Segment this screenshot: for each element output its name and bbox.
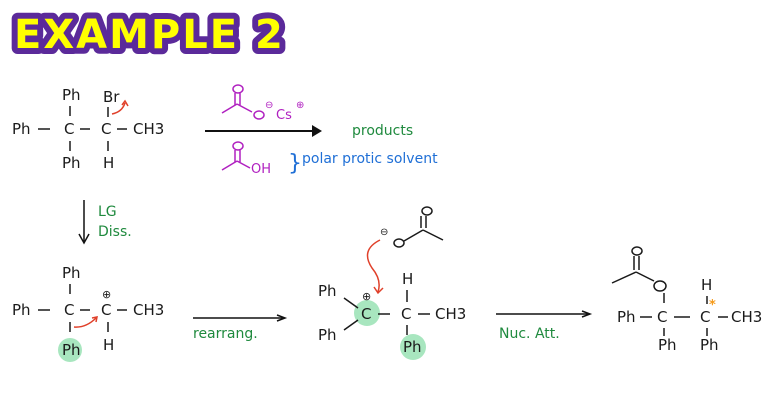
title: EXAMPLE 2 EXAMPLE 2 xyxy=(8,6,289,64)
brace: } xyxy=(288,151,302,176)
carbon-2: C xyxy=(700,308,710,326)
hydrogen: H xyxy=(701,276,712,294)
highlight-migrated-ph xyxy=(400,334,426,360)
carbon-1: C xyxy=(657,308,667,326)
nuc-att-label: Nuc. Att. xyxy=(499,326,560,342)
step1-arrow: LG Diss. xyxy=(78,200,132,245)
ph-lower: Ph xyxy=(318,326,337,344)
ph-bottom-1: Ph xyxy=(658,336,677,354)
acetate-reagent xyxy=(221,84,265,120)
ph-left: Ph xyxy=(12,120,31,138)
rearrang-label: rearrang. xyxy=(193,326,258,342)
methyl: CH3 xyxy=(435,305,466,323)
leaving-arrow-icon xyxy=(111,102,126,115)
lg-label: LG xyxy=(98,204,117,220)
bromine: Br xyxy=(103,88,120,106)
ph-upper: Ph xyxy=(318,282,337,300)
ph-bottom: Ph xyxy=(62,154,81,172)
hydrogen: H xyxy=(402,270,413,288)
reaction-arrow: ⊖ Cs ⊕ OH } polar protic solvent product… xyxy=(205,84,438,177)
carbon-2: C xyxy=(101,301,111,319)
title-text: EXAMPLE 2 xyxy=(14,12,285,58)
shift-arrow-icon xyxy=(73,317,97,328)
reactant: Ph Ph C C Ph Br CH3 H xyxy=(12,86,164,172)
nucleophile-charge: ⊖ xyxy=(380,227,388,238)
methyl: CH3 xyxy=(731,308,762,326)
ph-bottom-2: Ph xyxy=(700,336,719,354)
carbon-2: C xyxy=(101,120,111,138)
nucleophile-arrow-icon xyxy=(366,239,381,293)
highlight-migrating-ph xyxy=(58,338,82,362)
carbon-1: C xyxy=(64,120,74,138)
step3-arrow: Nuc. Att. xyxy=(496,310,593,342)
positive-charge: ⊕ xyxy=(362,290,371,303)
ph-top: Ph xyxy=(62,264,81,282)
anion-charge: ⊖ xyxy=(265,100,273,111)
ph-left: Ph xyxy=(617,308,636,326)
step2-arrow: rearrang. xyxy=(193,314,288,342)
solvent-label: polar protic solvent xyxy=(302,151,438,167)
cation-charge: ⊕ xyxy=(296,100,304,111)
carbocation-2: ⊖ Ph Ph ⊕ C C H CH3 Ph xyxy=(318,206,466,360)
products-label: products xyxy=(352,123,413,139)
ph-left: Ph xyxy=(12,301,31,319)
product: Ph C Ph H C * CH3 Ph xyxy=(611,246,762,354)
carbocation-1: Ph Ph C C ⊕ CH3 Ph H xyxy=(12,264,164,362)
positive-charge: ⊕ xyxy=(102,288,111,301)
acetic-acid-solvent xyxy=(221,141,251,171)
carbon-1: C xyxy=(64,301,74,319)
hydroxyl: OH xyxy=(251,162,271,177)
methyl: CH3 xyxy=(133,301,164,319)
methyl: CH3 xyxy=(133,120,164,138)
carbon-2: C xyxy=(401,305,411,323)
ph-migrated: Ph xyxy=(403,338,422,356)
ph-top: Ph xyxy=(62,86,81,104)
diss-label: Diss. xyxy=(98,224,132,240)
carbon-1: C xyxy=(361,305,371,323)
ph-migrating: Ph xyxy=(62,341,81,359)
down-arrow-icon xyxy=(78,233,90,245)
stereocenter-star-icon: * xyxy=(709,298,716,313)
hydrogen: H xyxy=(103,154,114,172)
arrowhead-icon xyxy=(312,125,322,137)
highlight-cation-carbon xyxy=(354,300,380,326)
cesium: Cs xyxy=(276,108,292,123)
hydrogen: H xyxy=(103,336,114,354)
title-outline: EXAMPLE 2 xyxy=(14,12,285,58)
